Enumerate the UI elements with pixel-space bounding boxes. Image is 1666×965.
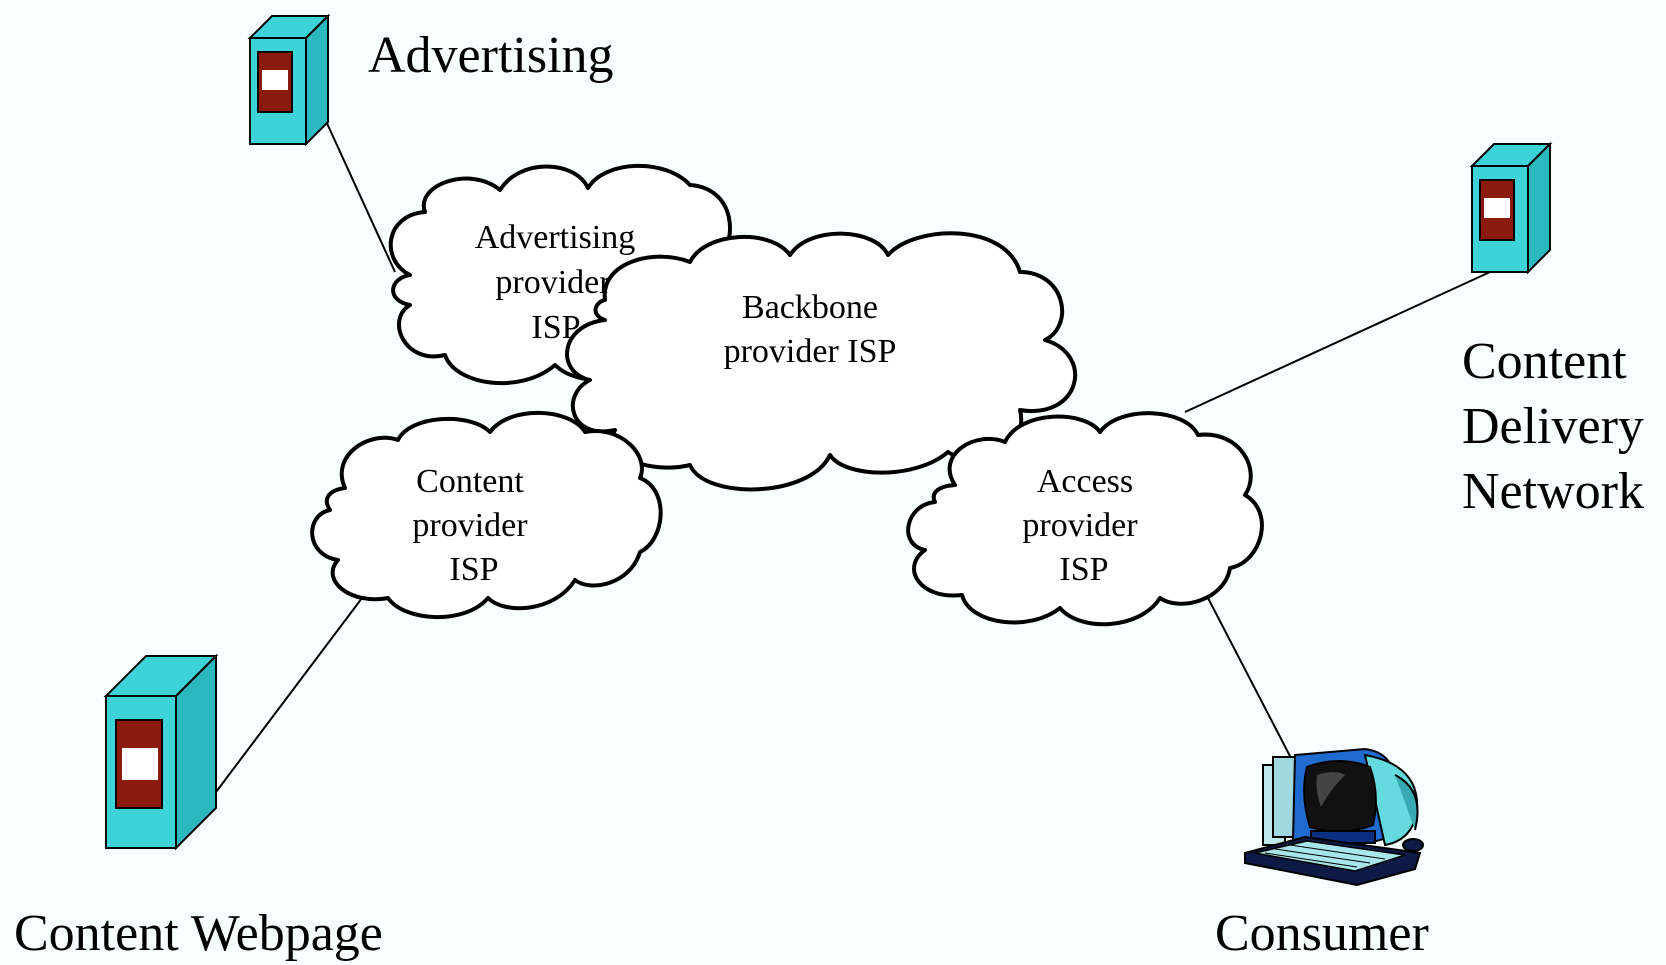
- advertising-server-icon: [249, 15, 329, 145]
- backbone-isp-label-line2: provider ISP: [724, 333, 897, 370]
- consumer-label: Consumer: [1215, 905, 1429, 962]
- access-isp-label-line2: provider: [1022, 507, 1138, 544]
- content-isp-label-line1: Content: [416, 463, 524, 500]
- link-cdn: [1184, 271, 1491, 413]
- link-content-webpage: [209, 597, 363, 801]
- link-consumer: [1207, 597, 1293, 761]
- access-isp-label-line1: Access: [1037, 463, 1133, 500]
- advertising-label: Advertising: [368, 27, 614, 84]
- access-isp-label-line3: ISP: [1059, 551, 1108, 588]
- content-webpage-server-icon: [105, 655, 217, 849]
- link-advertising: [319, 107, 396, 273]
- content-isp-label-line3: ISP: [449, 551, 498, 588]
- cdn-server-icon: [1471, 143, 1551, 273]
- advertising-isp-label-line1: Advertising: [475, 219, 636, 256]
- consumer-computer-icon: [1244, 747, 1424, 887]
- cdn-label-line1: Content: [1462, 333, 1627, 390]
- backbone-isp-label-line1: Backbone: [742, 289, 878, 326]
- cdn-label-line3: Network: [1462, 463, 1644, 520]
- cdn-label-line2: Delivery: [1462, 398, 1644, 455]
- advertising-isp-label-line2: provider: [495, 264, 611, 301]
- content-webpage-label: Content Webpage: [14, 905, 383, 962]
- content-isp-cloud: [310, 410, 663, 620]
- access-isp-cloud: [906, 411, 1264, 627]
- advertising-isp-label-line3: ISP: [531, 309, 580, 346]
- content-isp-label-line2: provider: [412, 507, 528, 544]
